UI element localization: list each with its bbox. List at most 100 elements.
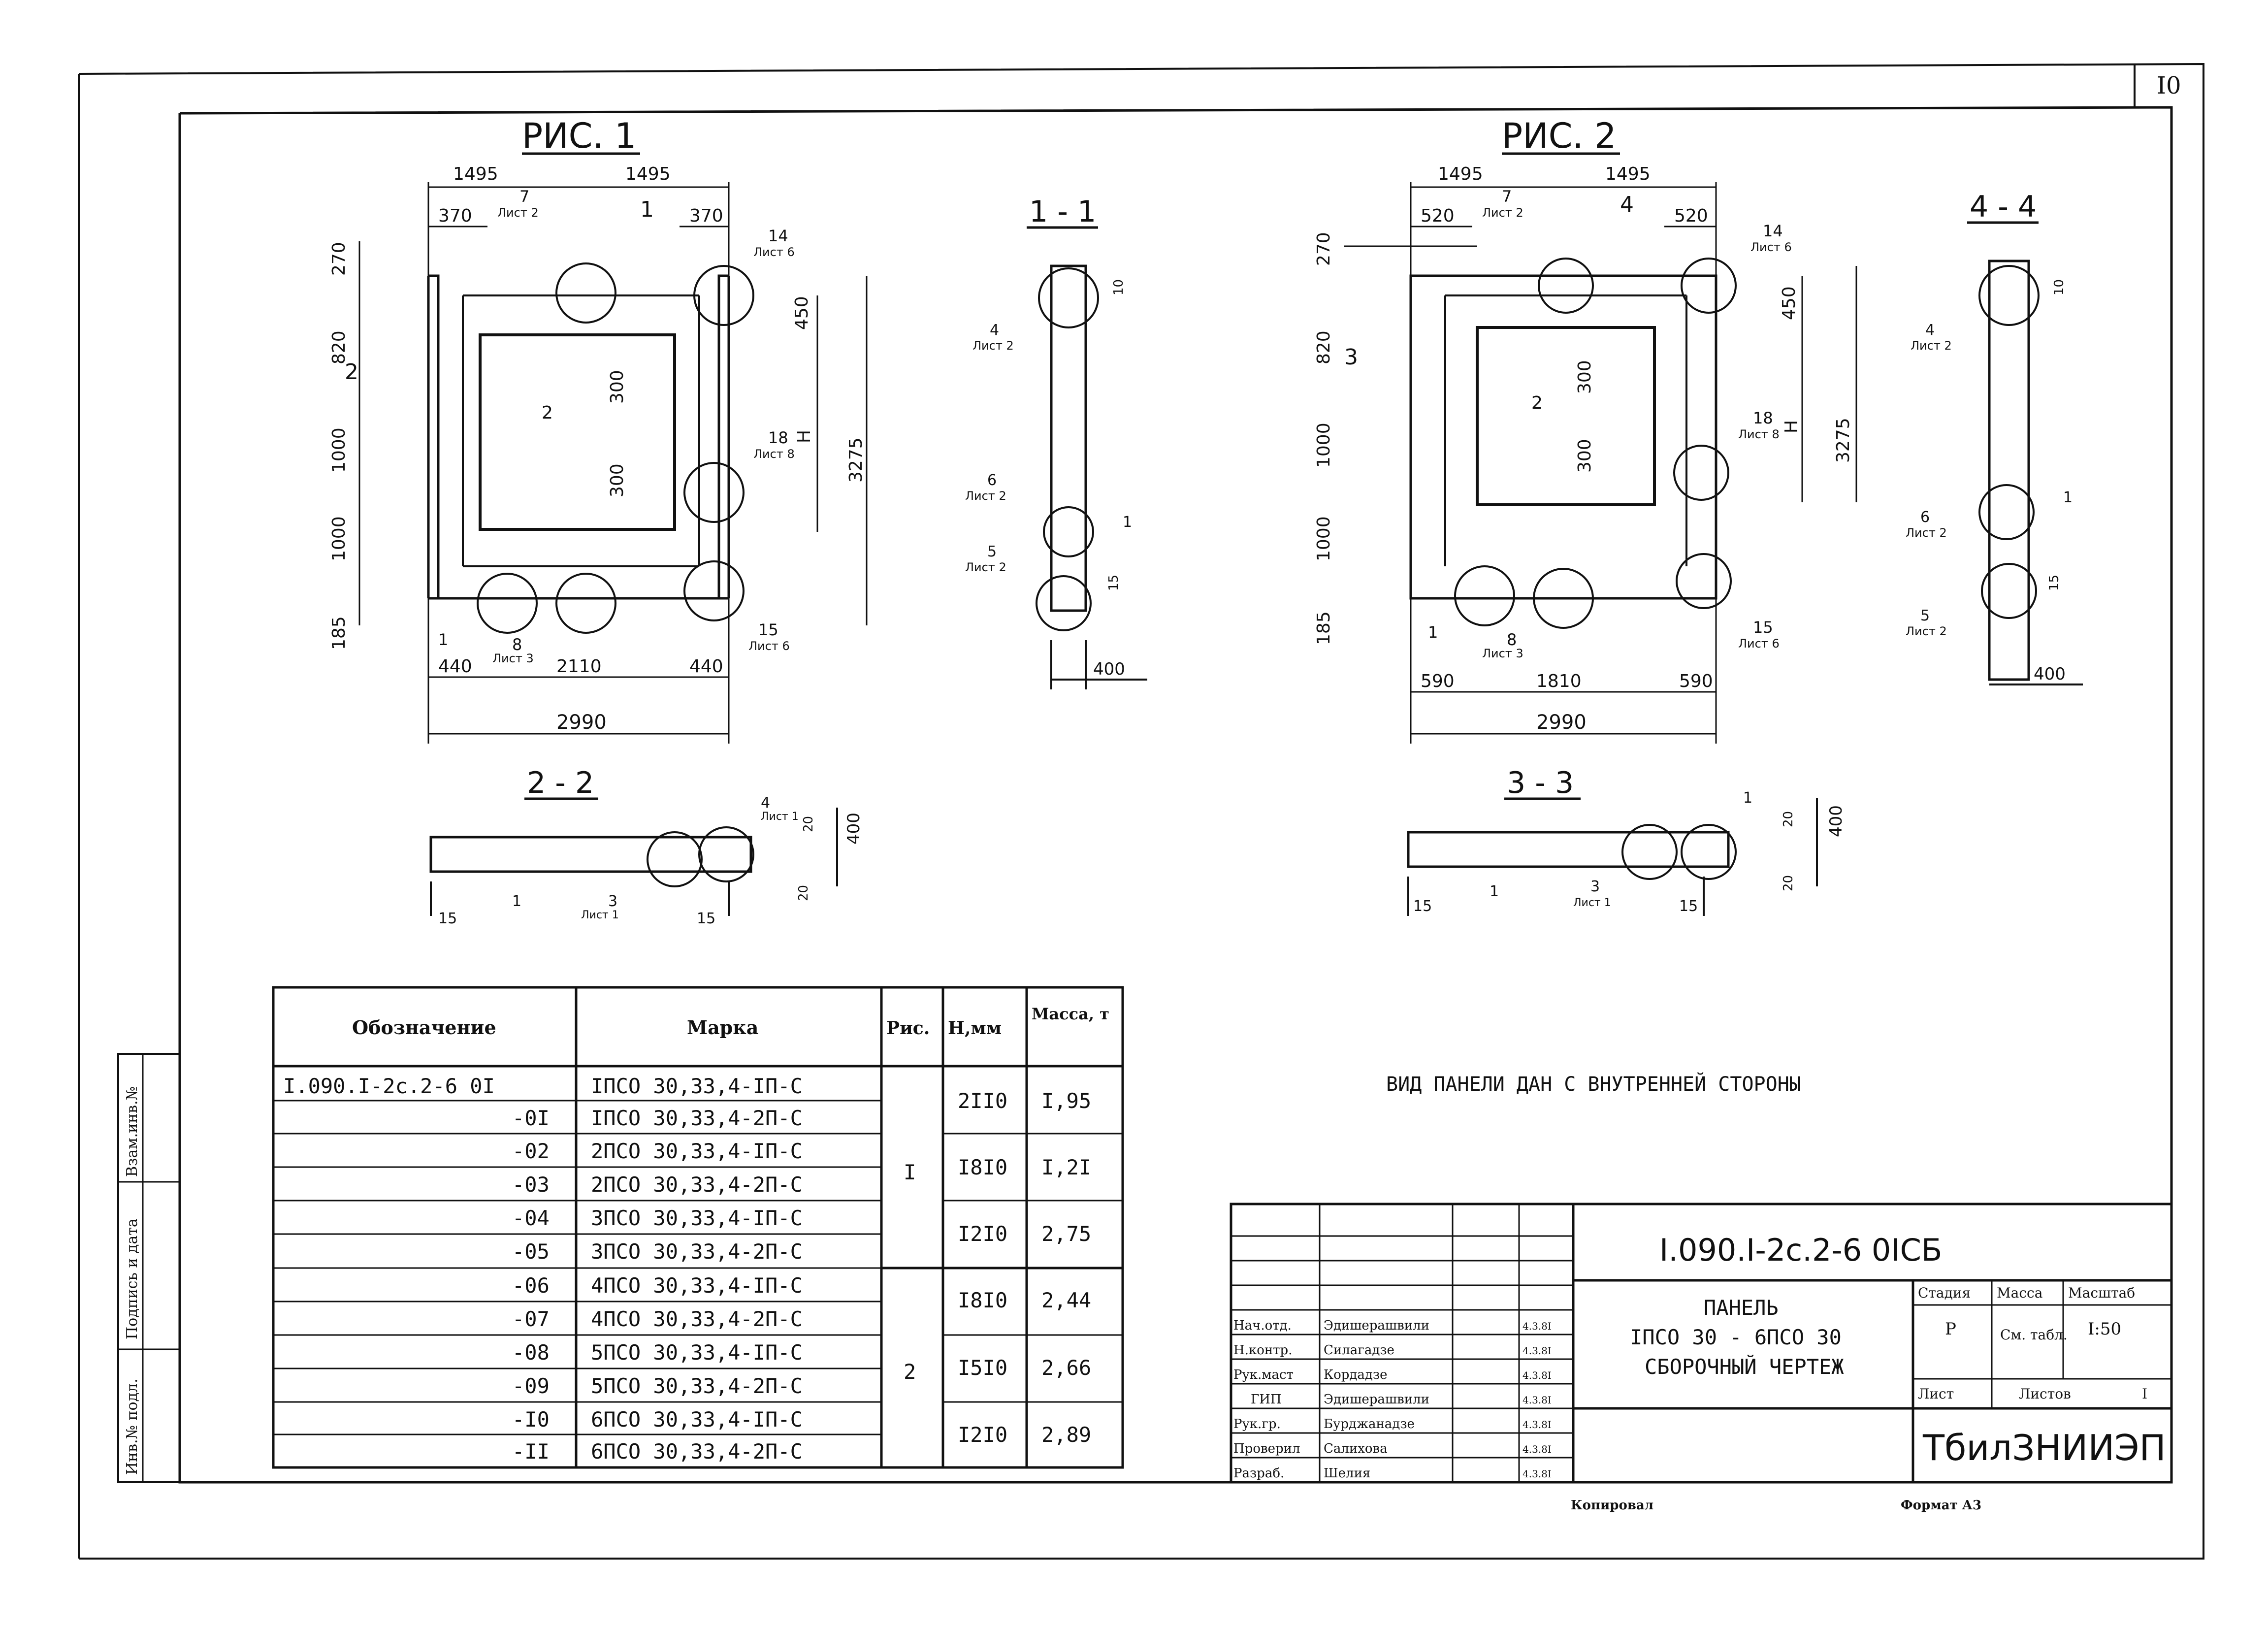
fig1-dim-1000a: 1000 [329, 427, 349, 473]
staff-role: ГИП [1251, 1392, 1282, 1407]
fig2-dim-270: 270 [1314, 232, 1334, 266]
title-line-1: ПАНЕЛЬ [1704, 1296, 1779, 1320]
sheet-header: Лист [1918, 1386, 1954, 1402]
fig2-dim-H: H [1782, 420, 1802, 433]
s11-d400: 400 [1093, 659, 1125, 679]
fig1-dim-2110: 2110 [556, 656, 602, 677]
staff-name: Шелия [1324, 1466, 1370, 1481]
staff-date: 4.3.8I [1523, 1345, 1552, 1357]
fig2-callout-14-ref: Лист 6 [1750, 240, 1792, 254]
row-mark: 2ПСО 30,33,4-2П-С [591, 1172, 803, 1197]
fig1-dim-185: 185 [329, 616, 349, 650]
s11-c6-ref: Лист 2 [965, 489, 1006, 503]
fig1-callout-2: 2 [542, 403, 553, 423]
fig1-dim-total: 2990 [556, 711, 607, 734]
row-designation: -07 [512, 1307, 550, 1331]
section-2-2-title: 2 - 2 [527, 766, 594, 800]
staff-date: 4.3.8I [1523, 1394, 1552, 1406]
col-fig: Рис. [886, 1018, 930, 1039]
staff-name: Кордадзе [1324, 1368, 1388, 1382]
fig1-callout-18-ref: Лист 8 [753, 447, 795, 461]
s11-c4: 4 [990, 322, 999, 339]
row-mark: 4ПСО 30,33,4-IП-С [591, 1273, 803, 1298]
row-designation: -04 [512, 1206, 550, 1230]
fig1-title: РИС. 1 [522, 116, 637, 156]
fig1-dim-3275: 3275 [846, 437, 866, 483]
stamp-sign-date: Подпись и дата [124, 1218, 141, 1339]
group-h: I8I0 [958, 1155, 1007, 1179]
col-designation: Обозначение [352, 1016, 496, 1039]
fig1-callout-7-ref: Лист 2 [497, 206, 539, 220]
s22-c1: 1 [512, 893, 521, 910]
row-designation: I.090.I-2с.2-6 0I [283, 1074, 495, 1098]
s22-d20a: 20 [801, 816, 816, 832]
s33-d15a: 15 [1413, 898, 1432, 915]
fig1-callout-1: 1 [438, 630, 448, 649]
group-mass: 2,66 [1041, 1356, 1091, 1380]
fig2-callout-18-ref: Лист 8 [1738, 427, 1780, 441]
row-mark: 2ПСО 30,33,4-IП-С [591, 1139, 803, 1163]
fig1-callout-15: 15 [758, 620, 778, 639]
fig2-dim-590b: 590 [1679, 671, 1713, 691]
s11-c5: 5 [987, 543, 997, 560]
s44-d15: 15 [2047, 575, 2062, 591]
s44-c4: 4 [1925, 322, 1935, 339]
scale-header: Масштаб [2068, 1285, 2135, 1301]
fig1-callout-15-ref: Лист 6 [748, 639, 790, 653]
s44-c1: 1 [2063, 489, 2073, 506]
col-h: Н,мм [948, 1018, 1002, 1039]
fig2-callout-8: 8 [1507, 630, 1517, 649]
fig1-dim-440a: 440 [438, 656, 472, 677]
fig2-section-4: 4 [1620, 192, 1634, 217]
fig2-callout-8-ref: Лист 3 [1482, 647, 1523, 660]
row-mark: 5ПСО 30,33,4-2П-С [591, 1374, 803, 1398]
fig1-dim-top-left: 1495 [453, 164, 498, 184]
staff-date: 4.3.8I [1523, 1419, 1552, 1431]
staff-role: Проверил [1233, 1441, 1300, 1456]
figure-1: РИС. 1 [329, 116, 868, 744]
section-4-4-title: 4 - 4 [1970, 190, 2037, 224]
staff-date: 4.3.8I [1523, 1443, 1552, 1455]
staff-role: Н.контр. [1233, 1343, 1292, 1358]
row-designation: -06 [512, 1273, 550, 1298]
row-designation: -03 [512, 1172, 550, 1197]
s44-c6-ref: Лист 2 [1906, 526, 1947, 540]
stage-header: Стадия [1918, 1285, 1971, 1301]
fig2-dim-right-opening: 520 [1674, 206, 1708, 226]
fig1-callout-7: 7 [519, 187, 529, 206]
fig2-section-3: 3 [1344, 345, 1358, 370]
group-h: 2II0 [958, 1089, 1007, 1113]
staff-name: Бурджанадзе [1324, 1417, 1415, 1432]
s44-d400: 400 [2034, 664, 2066, 684]
fig2-callout-7: 7 [1502, 187, 1512, 206]
group-mass: 2,75 [1041, 1222, 1091, 1246]
fig1-section-1: 1 [640, 197, 654, 222]
staff-name: Эдишерашвили [1324, 1318, 1429, 1333]
s33-d20a: 20 [1781, 811, 1796, 827]
s33-c1b: 1 [1743, 789, 1752, 807]
fig2-callout-1: 1 [1428, 623, 1438, 642]
s44-c6: 6 [1920, 509, 1930, 526]
sheets-header: Листов [2019, 1386, 2071, 1402]
mass-value: См. табл. [2000, 1327, 2068, 1343]
group-h: I5I0 [958, 1356, 1007, 1380]
fig1-dim-440b: 440 [689, 656, 723, 677]
s22-c4-ref: Лист 1 [761, 811, 799, 823]
row-designation: -08 [512, 1340, 550, 1365]
fig1-dim-270: 270 [329, 242, 349, 276]
row-designation: -I0 [512, 1407, 550, 1432]
row-mark: 5ПСО 30,33,4-IП-С [591, 1340, 803, 1365]
fig1-dim-left-opening: 370 [438, 206, 472, 226]
s33-c3: 3 [1590, 878, 1600, 895]
stage-value: Р [1945, 1319, 1956, 1339]
s22-d15b: 15 [697, 910, 715, 927]
fig1-callout-18: 18 [768, 428, 788, 447]
scale-value: I:50 [2088, 1319, 2121, 1339]
title-line-2: IПСО 30 - 6ПСО 30 [1630, 1325, 1842, 1349]
doc-code: I.090.I-2с.2-6 0IСБ [1659, 1232, 1942, 1268]
fig2-dim-1000a: 1000 [1314, 423, 1334, 468]
s22-d400: 400 [844, 813, 864, 845]
group-mass: I,95 [1041, 1089, 1091, 1113]
s33-d15b: 15 [1679, 898, 1698, 915]
